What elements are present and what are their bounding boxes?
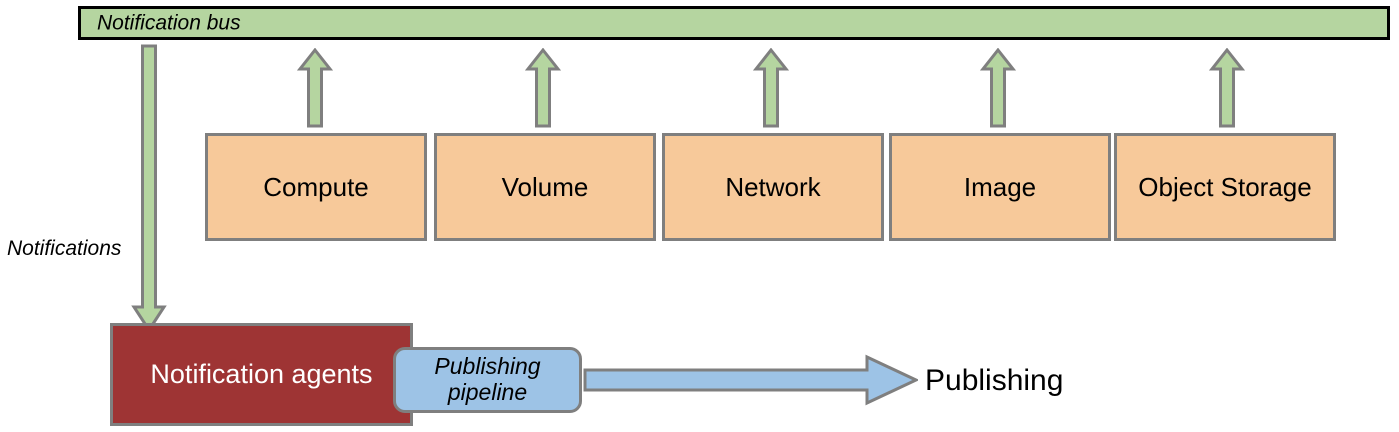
arrow-right-icon-publishing (583, 354, 918, 406)
arrow-up-icon-volume (525, 48, 561, 128)
service-box-object-storage[interactable]: Object Storage (1114, 133, 1336, 241)
arrow-up-icon-object-storage (1209, 48, 1245, 128)
notification-agents-label: Notification agents (150, 359, 373, 389)
publishing-label: Publishing (925, 364, 1064, 397)
service-label: Volume (501, 172, 589, 202)
publishing-pipeline-label-line2: pipeline (447, 379, 528, 405)
notification-bus-label: Notification bus (97, 11, 241, 35)
service-label: Network (725, 172, 821, 202)
notification-bus-bar: Notification bus (78, 6, 1390, 40)
service-box-image[interactable]: Image (889, 133, 1111, 241)
arrow-up-icon-compute (297, 48, 333, 128)
service-box-volume[interactable]: Volume (434, 133, 656, 241)
service-label: Compute (263, 172, 369, 202)
arrow-up-icon-network (753, 48, 789, 128)
arrow-up-icon-image (980, 48, 1016, 128)
publishing-pipeline-label-line1: Publishing (434, 353, 541, 380)
publishing-pipeline-box[interactable]: Publishing pipeline (393, 347, 582, 413)
notifications-flow-label: Notifications (7, 237, 122, 260)
service-box-network[interactable]: Network (662, 133, 884, 241)
service-label: Object Storage (1138, 172, 1312, 202)
arrow-down-icon-notifications (131, 44, 167, 332)
service-box-compute[interactable]: Compute (205, 133, 427, 241)
service-label: Image (963, 172, 1037, 202)
notification-agents-box[interactable]: Notification agents (110, 323, 413, 426)
